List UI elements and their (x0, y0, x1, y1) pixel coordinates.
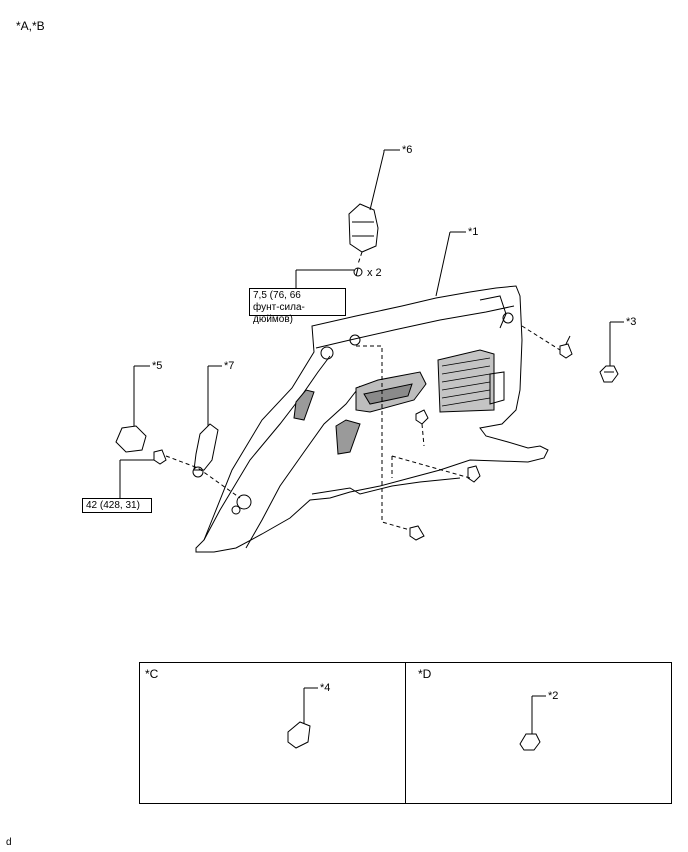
torque-spec-lower-line1: 42 (428, 31) (86, 500, 140, 511)
inset-d-part (519, 695, 546, 751)
leader-lines (119, 149, 624, 498)
callout-5: *5 (152, 360, 163, 372)
inset-c-part (287, 687, 318, 749)
anchor-bolt (153, 449, 167, 465)
quantity-label: x 2 (367, 267, 382, 279)
callout-1: *1 (468, 226, 479, 238)
alignment-lines (165, 251, 561, 531)
lower-bolt-right (467, 465, 481, 483)
quarter-trim-panel (195, 285, 549, 553)
lower-bolt-left (409, 525, 425, 541)
torque-spec-upper: 7,5 (76, 66 фунт-сила-дюймов) (249, 288, 346, 325)
belt-anchor-bracket (192, 423, 219, 478)
inset-divider (405, 662, 406, 804)
inset-c-label: *C (145, 667, 159, 681)
callout-6: *6 (402, 144, 413, 156)
interior-lamp-assembly (348, 203, 379, 277)
anchor-cover (115, 425, 147, 453)
footer-code: d (6, 837, 12, 848)
callout-7: *7 (224, 360, 235, 372)
callout-2: *2 (548, 690, 559, 702)
torque-spec-upper-line1: 7,5 (76, 66 (253, 290, 301, 301)
inset-d-label: *D (418, 667, 432, 681)
panel-clip (599, 365, 619, 383)
variant-label: *A,*B (16, 19, 45, 33)
torque-spec-lower: 42 (428, 31) (82, 498, 152, 513)
torque-spec-upper-line2: фунт-сила-дюймов) (253, 302, 305, 325)
center-bolt (415, 409, 429, 425)
callout-4: *4 (320, 682, 331, 694)
callout-3: *3 (626, 316, 637, 328)
panel-bolt-right (559, 335, 573, 359)
